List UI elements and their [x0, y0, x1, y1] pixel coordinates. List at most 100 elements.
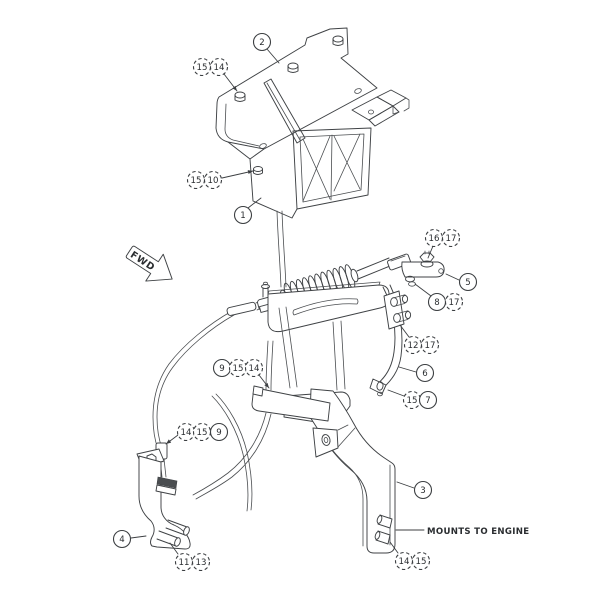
callout-number: 13 — [196, 558, 207, 568]
callout-3: 3 — [413, 480, 433, 500]
leader-arrowhead — [232, 85, 237, 91]
leader-line-11 — [169, 542, 179, 555]
callout-number: 9 — [216, 428, 221, 438]
bracket-hole-plate — [312, 424, 356, 458]
dashed-callout-circle — [444, 292, 464, 312]
dashed-callout-circle — [420, 335, 440, 355]
leader-line-1 — [247, 197, 262, 209]
cable-clamp-bar — [251, 385, 331, 422]
callout-number: 6 — [422, 369, 427, 379]
leader-line-4 — [130, 535, 147, 539]
bolt-icon — [287, 62, 299, 73]
mounting-stud — [376, 514, 393, 529]
leader-line-12 — [399, 324, 410, 338]
dashed-callout-circle — [244, 358, 264, 378]
ribbed-box — [227, 127, 372, 219]
callout-circle — [415, 363, 435, 383]
connector-block — [351, 89, 410, 127]
gusset-fin — [263, 78, 306, 144]
callout-11: 11 — [174, 552, 194, 572]
dashed-callout-circle — [441, 228, 461, 248]
bolt-icon — [234, 91, 246, 102]
upper-mounting-bracket — [215, 27, 410, 219]
callout-number: 15 — [416, 557, 427, 567]
callout-number: 17 — [449, 298, 460, 308]
callout-number: 2 — [259, 38, 264, 48]
throttle-cable — [152, 210, 287, 512]
lever-nut — [419, 252, 435, 263]
callout-9: 9 — [209, 422, 229, 442]
leader-line-10 — [221, 170, 254, 179]
callout-13: 13 — [191, 552, 211, 572]
support-frame — [267, 281, 412, 397]
bar-slot — [292, 298, 359, 316]
callout-17: 17 — [441, 228, 461, 248]
callout-14: 14 — [244, 358, 264, 378]
dashed-callout-circle — [411, 551, 431, 571]
lever-arm — [401, 250, 445, 287]
leader-line-16 — [427, 245, 434, 259]
callout-12: 12 — [403, 335, 423, 355]
grommet-fitting — [253, 166, 263, 175]
bolt-icon — [332, 35, 344, 46]
leader-arrowhead — [264, 382, 269, 388]
callout-2: 2 — [252, 32, 272, 52]
engine-note: MOUNTS TO ENGINE — [395, 527, 529, 537]
callout-number: 7 — [425, 396, 430, 406]
callout-number: 14 — [249, 364, 260, 374]
engine-note-label: MOUNTS TO ENGINE — [427, 527, 529, 537]
leader-line-5 — [445, 273, 460, 281]
callout-circle — [112, 529, 132, 549]
cable-bracket-item4 — [136, 442, 191, 550]
leader-line-14 — [389, 541, 399, 554]
callout-10: 10 — [203, 170, 223, 190]
linkage-rod — [356, 257, 391, 280]
callout-number: 15 — [233, 364, 244, 374]
callout-number: 15 — [191, 176, 202, 186]
callout-15: 15 — [411, 551, 431, 571]
callout-circle — [413, 480, 433, 500]
callout-circle — [418, 390, 438, 410]
callout-14: 14 — [394, 551, 414, 571]
bracket-pin — [165, 519, 190, 536]
callout-16: 16 — [424, 228, 444, 248]
callout-number: 10 — [208, 176, 219, 186]
plate-hole — [259, 143, 267, 149]
leader-line-2 — [266, 48, 280, 64]
leader-line-6 — [398, 366, 417, 373]
callout-number: 12 — [408, 341, 419, 351]
rod-end — [387, 253, 411, 271]
fwd-arrow: FWD — [125, 245, 173, 282]
callout-number: 11 — [179, 558, 190, 568]
callout-number: 17 — [425, 341, 436, 351]
callout-14: 14 — [209, 57, 229, 77]
callout-15: 15 — [186, 170, 206, 190]
strap-clevis — [369, 378, 387, 395]
callout-8: 8 — [427, 292, 447, 312]
leader-arrowhead — [166, 439, 172, 444]
cable-ferrule — [226, 301, 257, 316]
dashed-callout-circle — [203, 170, 223, 190]
dashed-callout-circle — [191, 552, 211, 572]
callout-14: 14 — [176, 422, 196, 442]
bolt-plate — [383, 290, 412, 330]
leader-line-3 — [396, 481, 415, 489]
leader-line-15 — [387, 389, 405, 397]
callout-4: 4 — [112, 529, 132, 549]
callout-number: 16 — [429, 234, 440, 244]
callout-17: 17 — [444, 292, 464, 312]
callout-circle — [209, 422, 229, 442]
callout-17: 17 — [420, 335, 440, 355]
callout-15: 15 — [192, 422, 212, 442]
callout-number: 15 — [197, 63, 208, 73]
callout-15: 15 — [402, 390, 422, 410]
callout-number: 14 — [399, 557, 410, 567]
callout-number: 3 — [420, 486, 425, 496]
callout-9: 9 — [212, 358, 232, 378]
callout-number: 4 — [119, 535, 124, 545]
callout-15: 15 — [192, 57, 212, 77]
callout-circle — [458, 272, 478, 292]
